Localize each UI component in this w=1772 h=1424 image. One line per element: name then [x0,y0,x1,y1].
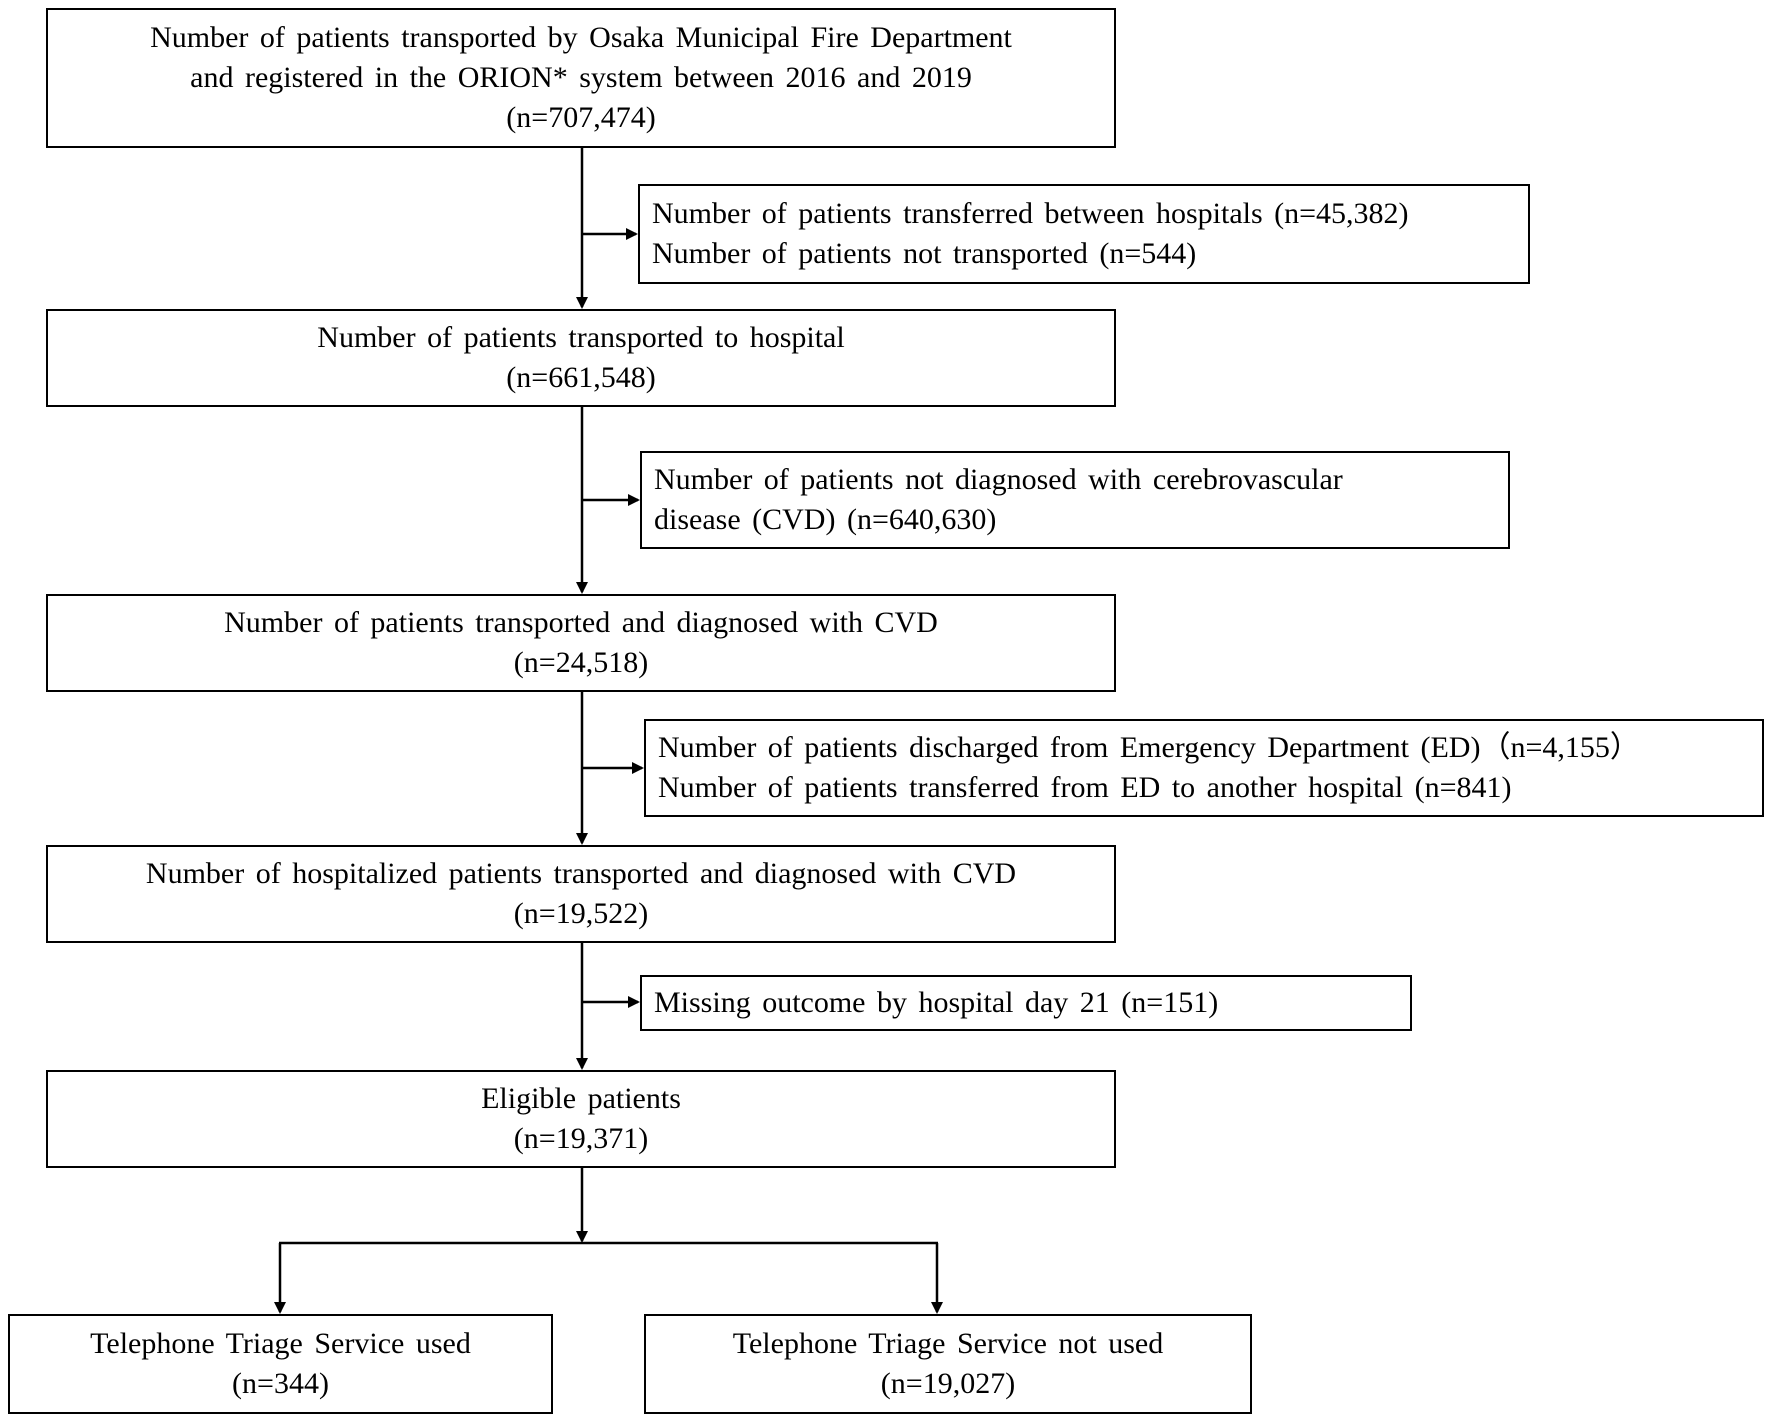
box-diagnosed-cvd: Number of patients transported and diagn… [46,594,1116,692]
box-triage-used: Telephone Triage Service used (n=344) [8,1314,553,1414]
box-eligible-patients: Eligible patients (n=19,371) [46,1070,1116,1168]
box-exclusion-not-cvd: Number of patients not diagnosed with ce… [640,451,1510,549]
box-hospitalized-cvd: Number of hospitalized patients transpor… [46,845,1116,943]
box-exclusion-ed: Number of patients discharged from Emerg… [644,719,1764,817]
box-triage-not-used: Telephone Triage Service not used (n=19,… [644,1314,1252,1414]
box-exclusion-missing-outcome: Missing outcome by hospital day 21 (n=15… [640,975,1412,1031]
box-total-transported: Number of patients transported by Osaka … [46,8,1116,148]
box-transported-to-hospital: Number of patients transported to hospit… [46,309,1116,407]
box-exclusion-transfer: Number of patients transferred between h… [638,184,1530,284]
